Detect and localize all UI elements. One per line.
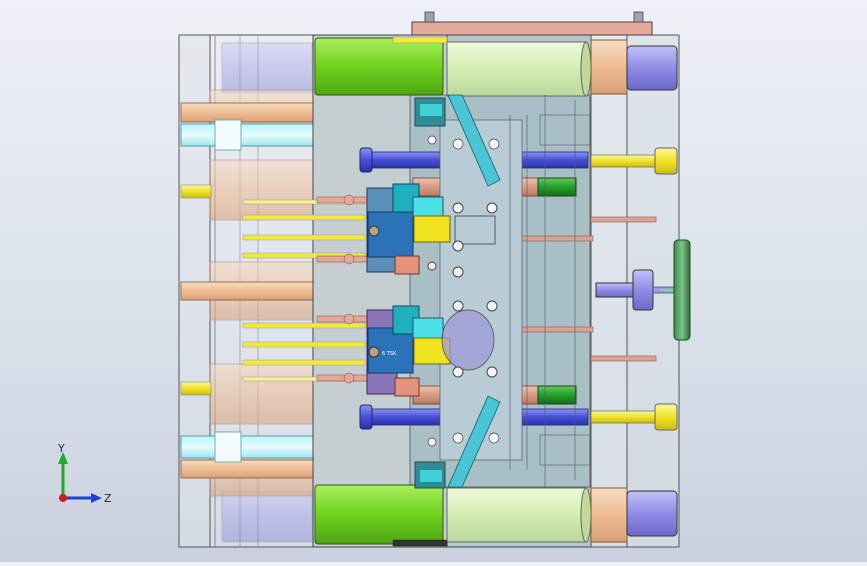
- right-thin-rods: [519, 216, 657, 362]
- core-lines: [509, 95, 591, 487]
- return-pin-top[interactable]: [590, 154, 656, 168]
- green-spring-bottom[interactable]: [537, 385, 577, 405]
- left-pin-cyan-b[interactable]: [180, 435, 330, 459]
- angled-slide-top[interactable]: [447, 94, 501, 187]
- z-axis-arrow-icon: [91, 493, 102, 503]
- green-spring-top[interactable]: [537, 177, 577, 197]
- top-locating-plate[interactable]: [411, 21, 653, 36]
- y-axis-label: Y: [57, 442, 65, 455]
- left-pin-yellow-b[interactable]: [180, 381, 212, 396]
- green-guide-pin-bottom[interactable]: [314, 484, 444, 545]
- right-peach-pin-bottom[interactable]: [590, 487, 628, 543]
- upper-slider-assembly[interactable]: [366, 183, 498, 278]
- pink-bolts: [316, 194, 368, 384]
- return-pin-bottom[interactable]: [590, 410, 656, 424]
- y-axis-arrow-icon: [58, 452, 68, 464]
- x-axis-origin-icon: [59, 494, 67, 502]
- locating-ring[interactable]: [673, 239, 691, 341]
- axis-triad: Y Z: [57, 442, 112, 505]
- right-peach-pin-top[interactable]: [590, 39, 628, 95]
- z-axis-label: Z: [104, 492, 112, 505]
- peach-block-4[interactable]: [209, 363, 315, 425]
- peach-block-2[interactable]: [209, 159, 315, 221]
- right-lavender-pin-top[interactable]: [626, 45, 678, 91]
- right-lavender-pin-bottom[interactable]: [626, 490, 678, 537]
- angled-slide-bottom[interactable]: [447, 395, 501, 488]
- pale-bushing-bottom[interactable]: [446, 487, 588, 543]
- left-pin-cyan-a[interactable]: [180, 123, 330, 147]
- core-screws: [427, 135, 500, 447]
- left-guide-pin-bottom[interactable]: [221, 491, 313, 543]
- lower-slider-assembly[interactable]: 6 TSK: [366, 300, 498, 397]
- left-pin-yellow-a[interactable]: [180, 184, 212, 199]
- pale-bushing-top[interactable]: [446, 41, 588, 97]
- lower-block-stamp: 6 TSK: [382, 351, 397, 357]
- left-guide-pin-top[interactable]: [221, 42, 313, 94]
- green-guide-pin-top[interactable]: [314, 37, 444, 96]
